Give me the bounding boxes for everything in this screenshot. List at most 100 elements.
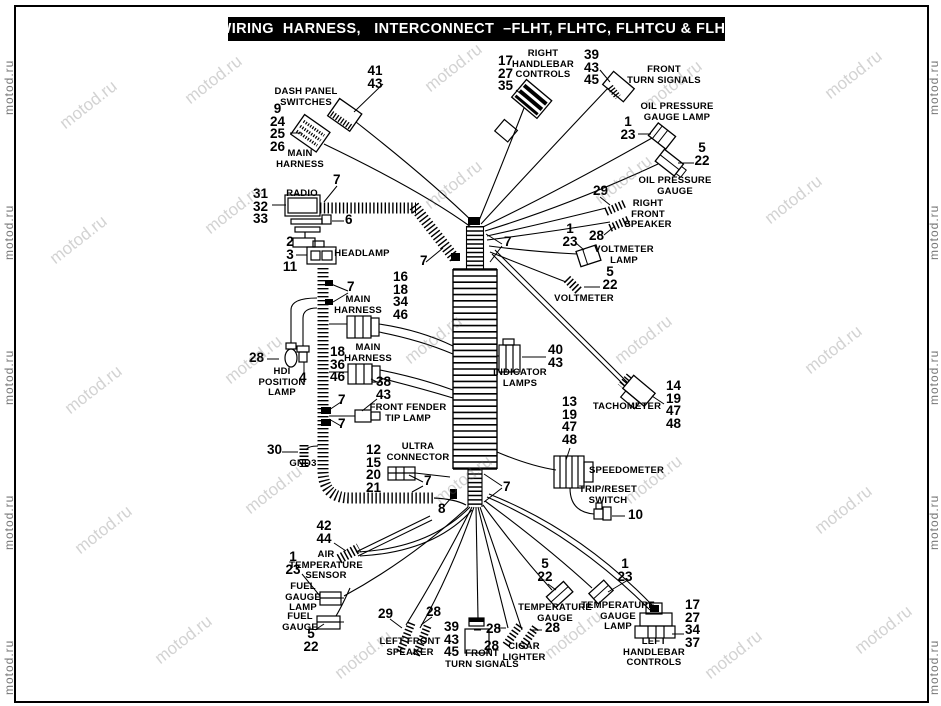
diagram-title: WIRING HARNESS, INTERCONNECT –FLHT, FLHT… — [218, 17, 735, 41]
part-label-front-turn-signals-top: FRONT TURN SIGNALS — [627, 64, 701, 86]
callout-nums-oil-pressure-gauge: 5 22 — [694, 140, 710, 168]
callout-nums-ultra-connector: 12 15 20 21 — [366, 442, 382, 495]
trip-reset-switch-part — [593, 502, 612, 521]
callout-nums-tachometer: 14 19 47 48 — [666, 378, 682, 431]
front-turn-signals-bottom-connector — [464, 617, 490, 654]
conduit-clamps — [321, 217, 480, 499]
callout-nums-speedometer: 13 19 47 48 — [562, 394, 578, 447]
callout-num-front-fender-tip-lamp: 43 — [376, 387, 392, 402]
callout-nums-temperature-gauge: 5 22 — [537, 556, 553, 584]
callout-num-cigar-lighter: 28 — [484, 638, 500, 653]
voltmeter-lamp-connector — [575, 244, 602, 268]
cigar-lighter-connectors — [502, 622, 540, 650]
callout-num-left-front-speaker-right: 28 — [426, 604, 442, 619]
callout-nums-radio: 31 32 33 — [253, 186, 269, 226]
callout-num-conduit-right: 7 — [504, 234, 512, 249]
part-label-voltmeter-lamp: VOLTMETER LAMP — [594, 244, 654, 266]
part-label-main-harness-top: MAIN HARNESS — [276, 148, 324, 170]
callout-nums-temperature-gauge-lamp: 1 23 — [617, 556, 633, 584]
callout-num-hdi-connector: 4 — [299, 370, 307, 385]
left-handlebar-controls-connector — [634, 602, 676, 639]
diagram-border — [14, 5, 929, 703]
oil-pressure-gauge-connector — [654, 148, 687, 178]
callout-nums-oil-pressure-gauge-lamp: 1 23 — [620, 114, 636, 142]
callout-nums-front-turn-signals-bottom: 39 43 45 — [444, 619, 460, 659]
part-label-main-harness-mid-lower: MAIN HARNESS — [344, 342, 392, 364]
part-label-ground: GND3 — [289, 458, 317, 469]
part-label-dash-panel-switches: DASH PANEL SWITCHES — [274, 86, 338, 108]
part-label-oil-pressure-gauge-lamp: OIL PRESSURE GAUGE LAMP — [640, 101, 714, 123]
callout-nums-main-harness-top: 9 24 25 26 — [270, 101, 286, 154]
callout-num-ultra-conduit-left: 7 — [424, 473, 432, 488]
callout-nums-main-harness-mid-upper: 16 18 34 46 — [393, 269, 409, 322]
callout-num-fender-conduit-lower: 7 — [338, 416, 346, 431]
part-label-main-harness-mid-upper: MAIN HARNESS — [334, 294, 382, 316]
part-label-right-front-speaker: RIGHT FRONT SPEAKER — [624, 198, 672, 230]
part-label-left-handlebar-controls: LEFT HANDLEBAR CONTROLS — [623, 636, 685, 668]
callout-nums-voltmeter-lamp: 1 23 — [562, 221, 578, 249]
part-label-radio: RADIO — [286, 188, 318, 199]
main-harness-top-connector — [289, 113, 331, 153]
radio-conduit — [320, 202, 461, 264]
part-label-right-handlebar-controls: RIGHT HANDLEBAR CONTROLS — [512, 48, 574, 80]
part-label-voltmeter: VOLTMETER — [554, 293, 614, 304]
part-label-air-temperature-sensor: AIR TEMPERATURE SENSOR — [289, 549, 363, 581]
part-label-left-front-speaker: LEFT FRONT SPEAKER — [379, 636, 441, 658]
oil-pressure-gauge-lamp-connector — [647, 122, 677, 150]
part-label-cigar-lighter: CIGAR LIGHTER — [502, 641, 546, 663]
part-label-oil-pressure-gauge: OIL PRESSURE GAUGE — [638, 175, 712, 197]
ultra-connector-part — [387, 466, 416, 481]
callout-nums-front-turn-signals-top: 39 43 45 — [584, 47, 600, 87]
part-label-ultra-connector: ULTRA CONNECTOR — [386, 441, 450, 463]
callout-num-fender-conduit-upper: 7 — [338, 392, 346, 407]
part-label-temperature-gauge: TEMPERATURE GAUGE — [518, 602, 592, 624]
wire-runs — [290, 87, 659, 631]
callout-nums-air-temperature-sensor: 42 44 — [316, 518, 332, 546]
callout-nums-left-handlebar-controls: 17 27 34 37 — [685, 597, 701, 650]
callout-nums-main-harness-mid-lower: 18 36 46 — [330, 344, 346, 384]
callout-nums-fuel-gauge: 5 22 — [303, 626, 319, 654]
callout-num-harness-clamp: 8 — [438, 501, 446, 516]
callout-nums-headlamp: 2 3 11 — [282, 234, 298, 274]
left-conduit — [317, 268, 467, 506]
callout-num-hdi-position-lamp: 28 — [249, 350, 265, 365]
callout-num-right-front-speaker-top: 29 — [593, 183, 609, 198]
main-harness-mid-lower-connector — [347, 363, 381, 385]
callout-nums-voltmeter: 5 22 — [602, 264, 618, 292]
callout-num-trip-reset-switch: 10 — [628, 507, 644, 522]
callout-num-main-harness-mid-lower-connector: 38 — [376, 374, 392, 389]
part-label-front-turn-signals-bottom: FRONT TURN SIGNALS — [445, 648, 519, 670]
air-temperature-sensor-connector — [336, 543, 362, 564]
callout-num-left-front-speaker-left: 29 — [378, 606, 394, 621]
tachometer-part — [617, 373, 657, 410]
callout-num-ground: 30 — [267, 442, 283, 457]
callout-num-radio-bracket: 6 — [345, 212, 353, 227]
part-label-fuel-gauge-lamp: FUEL GAUGE LAMP — [285, 581, 321, 613]
callout-nums-fuel-gauge-lamp: 1 23 — [285, 549, 301, 577]
part-label-front-fender-tip-lamp: FRONT FENDER TIP LAMP — [369, 402, 447, 424]
voltmeter-connector — [563, 275, 583, 295]
fuel-gauge-part — [316, 615, 341, 630]
fuel-gauge-lamp-part — [319, 591, 342, 606]
callout-num-ultra-conduit-right: 7 — [503, 479, 511, 494]
callout-num-conduit-left: 7 — [420, 253, 428, 268]
main-harness-mid-upper-connector — [346, 315, 380, 339]
hdi-position-lamp-part — [284, 342, 310, 368]
front-turn-signals-top-connector — [601, 70, 636, 103]
callout-nums-right-handlebar-controls: 17 27 35 — [498, 53, 514, 93]
callout-num-right-front-speaker-bottom: 28 — [589, 228, 605, 243]
part-label-trip-reset-switch: TRIP/RESET SWITCH — [579, 484, 637, 506]
part-label-headlamp: HEADLAMP — [334, 248, 390, 259]
callout-num-main-harness-mid-upper-conduit: 7 — [347, 279, 355, 294]
part-label-temperature-gauge-lamp: TEMPERATURE GAUGE LAMP — [581, 600, 655, 632]
callout-num-temperature-gauge: 28 — [545, 620, 561, 635]
part-label-tachometer: TACHOMETER — [592, 401, 662, 412]
temperature-gauge-lamp-connector — [587, 579, 615, 605]
callout-nums-indicator-lamps: 40 43 — [548, 342, 564, 370]
part-label-speedometer: SPEEDOMETER — [589, 465, 665, 476]
part-label-indicator-lamps: INDICATOR LAMPS — [493, 367, 547, 389]
leader-lines — [267, 69, 694, 635]
speedometer-part — [553, 455, 594, 489]
